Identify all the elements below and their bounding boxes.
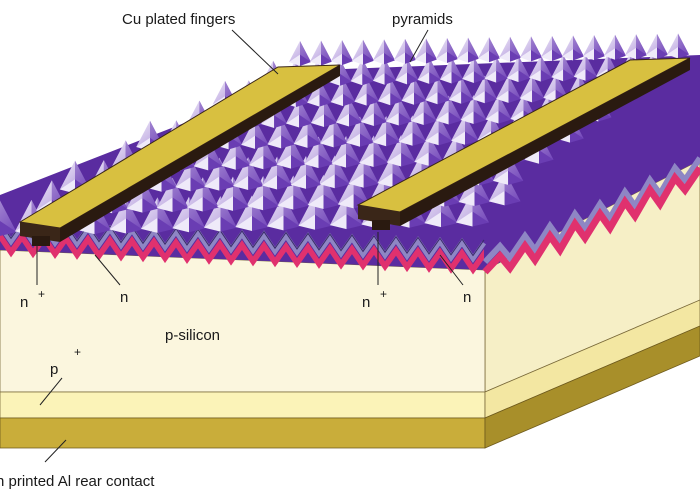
label-p-plus-sup: + [74,345,81,359]
p-plus-layer-front [0,391,486,419]
pyramid-72 [346,116,374,147]
pyramid-139 [394,38,416,64]
pyramid-142 [457,37,479,63]
pyramid-85 [286,98,313,128]
pyramid-143 [478,37,500,63]
pyramid-141 [436,38,458,64]
pyramid-126 [484,56,508,83]
pyramid-149 [604,34,626,60]
pyramid-107 [425,76,450,105]
silicon-front-face [0,249,486,393]
leader-pyramids [409,29,429,63]
pyramid-92 [460,95,487,125]
pyramid-136 [331,40,353,66]
pyramid-120 [350,58,375,86]
nitride-layer-front-edge [0,221,485,257]
pyramid-73 [372,116,400,147]
pyramid-122 [395,58,419,85]
pyramid-53 [249,137,278,170]
pyramid-8 [235,195,269,231]
pyramid-0 [0,200,17,236]
cu-finger-2 [356,57,691,230]
pyramid-134 [289,41,311,66]
pyramid-93 [485,94,512,124]
label-n-plus-2-sup: + [380,287,387,301]
pyramid-124 [439,57,464,84]
pyramid-86 [311,98,338,128]
pyramid-91 [435,95,462,125]
pyramid-148 [583,35,605,61]
label-p-silicon: p-silicon [165,327,220,344]
label-n-plus-1-sup: + [38,287,45,301]
cu-finger-1 [18,64,341,246]
pyramid-106 [401,77,427,105]
pyramid-130 [573,54,598,81]
pyramid-90 [410,96,437,126]
n-layer-right [482,166,700,275]
label-p-plus: p [50,361,58,378]
label-cu-fingers: Cu plated fingers [122,11,235,28]
label-n-plus-1: n [20,294,28,311]
pyramid-144 [499,36,521,62]
pyramid-146 [541,35,563,61]
pyramid-105 [378,77,403,106]
label-pyramids: pyramids [392,11,453,28]
pyramid-151 [646,33,668,59]
n-layer-front [0,231,484,275]
label-n-2: n [463,289,471,306]
pyramid-129 [551,54,575,82]
pyramid-121 [373,58,397,85]
pyramid-145 [520,36,542,62]
leader-n-1 [94,254,121,286]
pyramid-109 [472,75,498,104]
leader-p-plus [39,377,63,406]
pyramid-137 [352,39,374,65]
label-n-plus-2: n [362,294,370,311]
pyramid-111 [519,74,545,103]
pyramid-108 [448,76,474,104]
nitride-layer-right [482,156,700,265]
pyramid-55 [304,136,333,169]
p-plus-layer-right [484,299,700,419]
pyramid-75 [425,114,453,146]
pyramid-152 [667,33,689,59]
leader-n-2 [439,254,464,286]
pyramid-74 [398,115,427,146]
pyramid-138 [373,39,395,65]
pyramid-127 [506,55,531,83]
al-rear-contact-front [0,417,486,449]
pyramid-140 [415,38,437,64]
leader-cu-fingers [231,29,279,75]
pyramid-147 [562,35,584,61]
pyramid-123 [417,57,441,84]
pyramid-150 [625,34,647,60]
al-rear-contact-right [484,325,700,449]
leader-rear-contact [44,439,67,463]
pyramid-135 [310,40,332,66]
pyramid-125 [462,56,486,84]
pyramid-104 [354,78,380,106]
label-n-1: n [120,289,128,306]
nitride-layer-front [0,221,487,263]
pyramid-110 [496,75,521,103]
label-rear-contact: n printed Al rear contact [0,473,155,490]
pyramid-89 [385,96,412,126]
pyramid-87 [335,97,363,127]
pyramid-128 [529,55,553,82]
